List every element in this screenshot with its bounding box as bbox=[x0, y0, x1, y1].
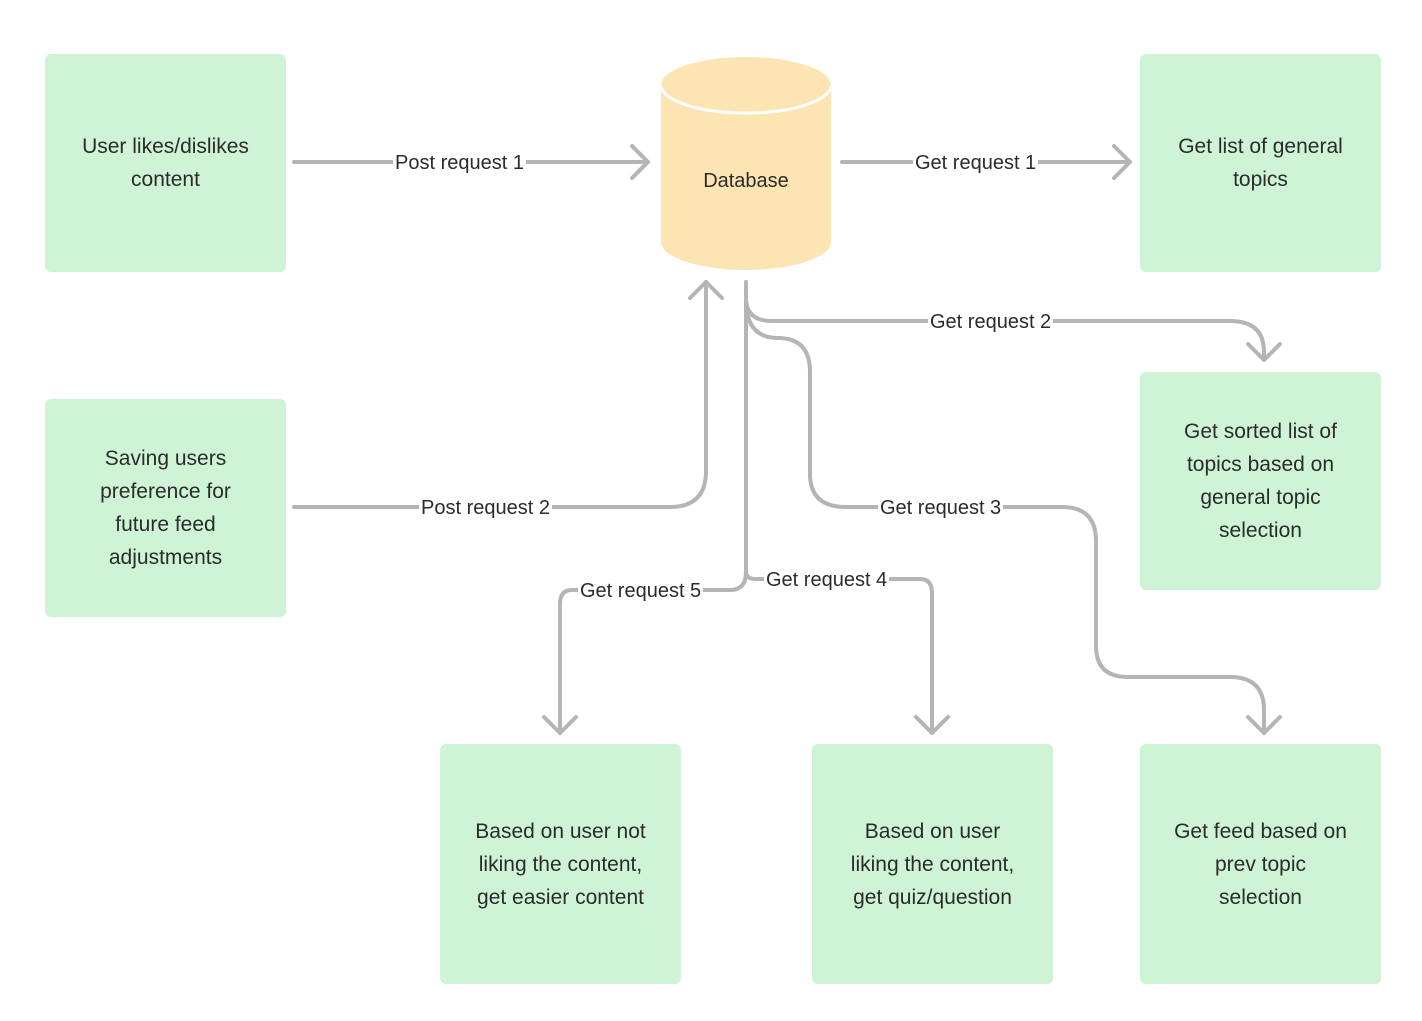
node-general-topics: Get list of general topics bbox=[1140, 54, 1381, 272]
node-feed-prev-topic: Get feed based on prev topic selection bbox=[1140, 744, 1381, 984]
edge-get-request-5 bbox=[558, 570, 748, 735]
arrowhead-get-request-4 bbox=[914, 715, 950, 735]
node-saving-preferences: Saving users preference for future feed … bbox=[45, 399, 286, 617]
label-get-request-3: Get request 3 bbox=[878, 496, 1004, 520]
node-user-likes-dislikes: User likes/dislikes content bbox=[45, 54, 286, 272]
arrowhead-post-request-1 bbox=[630, 144, 650, 180]
database-cylinder bbox=[659, 57, 833, 270]
arrowhead-get-request-1 bbox=[1112, 144, 1132, 180]
arrowhead-get-request-3 bbox=[1246, 715, 1282, 735]
edge-get-request-4 bbox=[744, 570, 934, 735]
database-body bbox=[661, 85, 831, 270]
node-text: Get feed based on prev topic selection bbox=[1174, 819, 1347, 909]
node-text: Get list of general topics bbox=[1178, 135, 1343, 191]
node-quiz-question: Based on user liking the content, get qu… bbox=[812, 744, 1053, 984]
node-sorted-topics: Get sorted list of topics based on gener… bbox=[1140, 372, 1381, 590]
node-text: Get sorted list of topics based on gener… bbox=[1184, 420, 1337, 542]
edge-get-request-3 bbox=[744, 298, 1266, 735]
label-post-request-2: Post request 2 bbox=[419, 496, 552, 520]
label-get-request-1: Get request 1 bbox=[913, 151, 1039, 175]
edge-post-request-2 bbox=[292, 280, 708, 509]
database-top bbox=[661, 57, 831, 113]
node-text: User likes/dislikes content bbox=[82, 135, 249, 191]
arrowhead-get-request-2 bbox=[1246, 342, 1282, 362]
label-post-request-1: Post request 1 bbox=[393, 151, 526, 175]
label-get-request-4: Get request 4 bbox=[764, 568, 890, 592]
arrowhead-post-request-2 bbox=[688, 280, 724, 300]
label-get-request-5: Get request 5 bbox=[578, 579, 704, 603]
node-text: Saving users preference for future feed … bbox=[100, 447, 231, 569]
node-text: Based on user liking the content, get qu… bbox=[850, 819, 1015, 909]
database-label: Database bbox=[703, 170, 789, 192]
node-text: Based on user not liking the content, ge… bbox=[475, 819, 646, 909]
database-rim bbox=[659, 84, 833, 115]
label-get-request-2: Get request 2 bbox=[928, 310, 1054, 334]
node-easier-content: Based on user not liking the content, ge… bbox=[440, 744, 681, 984]
arrowhead-get-request-5 bbox=[542, 715, 578, 735]
